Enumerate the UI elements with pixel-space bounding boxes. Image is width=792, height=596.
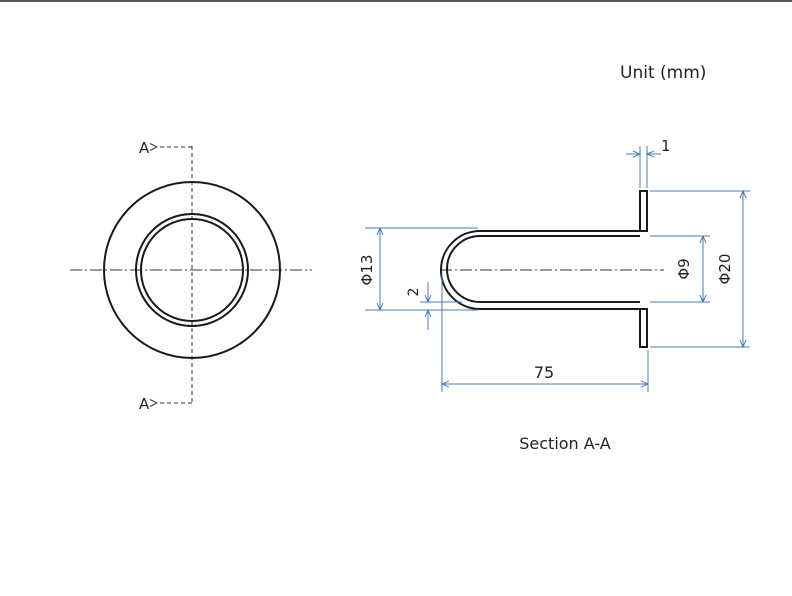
outer-diameter-tube-label: Φ13 [358,255,376,286]
tube-inner-profile [446,235,640,303]
dim-flange-thickness: 1 [626,137,671,188]
front-view: A A [70,139,312,413]
section-mark-bottom: A [139,395,150,413]
tube-outer-circle [135,213,249,327]
section-mark-top: A [139,139,150,157]
flange-diameter-label: Φ20 [716,254,734,285]
dim-flange-diameter: Φ20 [650,191,750,347]
section-view: 1 Φ13 2 Φ9 [358,137,750,453]
section-caption: Section A-A [519,434,611,453]
tube-outer-profile [440,230,640,310]
flange-top [639,190,648,232]
length-label: 75 [534,363,554,382]
flange-outer-circle [103,181,281,359]
flange-thickness-label: 1 [661,137,671,155]
dim-outer-diameter-tube: Φ13 [358,228,478,310]
unit-label: Unit (mm) [620,63,706,83]
flange-bottom [639,308,648,348]
dim-wall-thickness: 2 [406,282,462,330]
dim-inner-diameter: Φ9 [650,236,710,302]
inner-diameter-label: Φ9 [675,258,693,279]
dim-length: 75 [442,274,648,392]
tube-inner-circle [140,218,244,322]
wall-thickness-label: 2 [406,288,422,297]
